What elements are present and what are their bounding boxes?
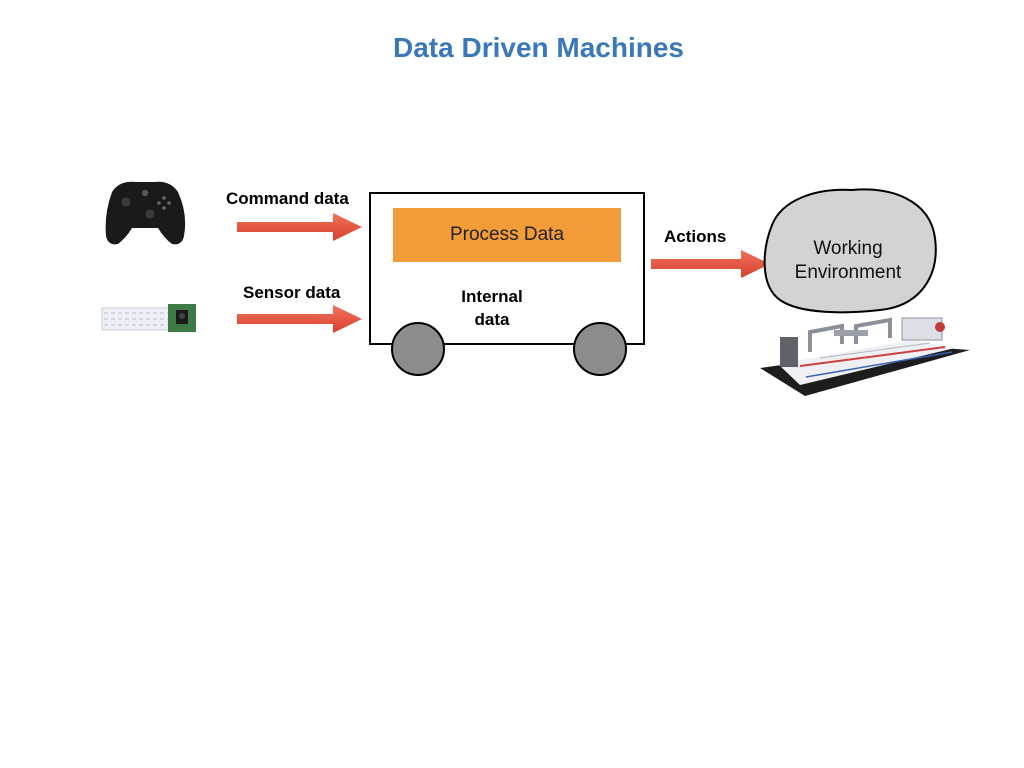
machine-wheel-left: [391, 322, 445, 376]
actions-label: Actions: [664, 227, 727, 246]
process-data-label: Process Data: [449, 224, 565, 245]
command-data-label: Command data: [226, 189, 349, 208]
process-data-box: Process Data: [393, 208, 621, 262]
internal-data-label-line-2: data: [474, 310, 510, 329]
internal-data-label: Internal data: [452, 285, 532, 331]
internal-data-label-line-1: Internal: [461, 287, 523, 306]
working-environment-shape: [763, 188, 937, 314]
machine-wheel-right: [573, 322, 627, 376]
sensor-data-label: Sensor data: [243, 283, 341, 302]
actions-arrow: [651, 250, 770, 278]
page-title: Data Driven Machines: [393, 32, 684, 63]
camera-module-icon: [101, 304, 196, 332]
sensor-data-arrow: [237, 305, 362, 333]
working-environment-line-2: Environment: [794, 262, 902, 283]
game-controller-icon: [105, 181, 186, 245]
robot-field-icon: [760, 317, 970, 396]
command-data-arrow: [237, 213, 362, 241]
working-environment-label: Working Environment: [770, 237, 926, 285]
working-environment-line-1: Working: [813, 238, 883, 259]
